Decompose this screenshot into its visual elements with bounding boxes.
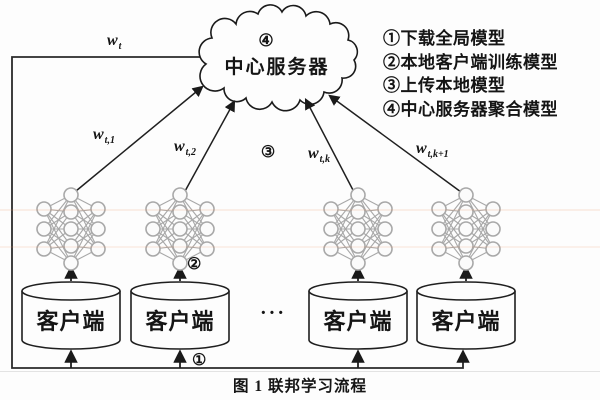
server-cloud-icon [198, 4, 359, 112]
weight-label-client1: wt,1 [93, 126, 115, 146]
neural-network-icon [145, 187, 215, 271]
weight-subscript: t,1 [104, 135, 115, 146]
figure-caption: 图 1 联邦学习流程 [232, 378, 367, 395]
legend-item-upload: ③上传本地模型 [383, 76, 506, 95]
weight-label-clientk1: wt,k+1 [416, 140, 449, 160]
neural-network-icon [431, 187, 501, 271]
download-global-model-path [11, 56, 470, 369]
client-label: 客户端 [323, 309, 393, 334]
cloud-step-marker: ④ [258, 31, 274, 50]
weight-label-client2: wt,2 [174, 138, 196, 158]
client-database-icon [308, 281, 408, 350]
neural-network-icon [36, 187, 106, 271]
clients-ellipsis: ··· [259, 302, 286, 324]
weight-subscript: t,k+1 [427, 149, 449, 160]
weight-base: w [308, 145, 319, 162]
upload-arrow [328, 94, 462, 193]
weight-subscript: t,k [319, 154, 330, 165]
client-label: 客户端 [36, 309, 106, 334]
weight-base: w [107, 32, 118, 49]
central-server-label: 中心服务器 [224, 57, 330, 78]
client-database-icon [130, 281, 230, 350]
client-cylinders [21, 281, 516, 350]
neural-network-icons [36, 187, 501, 271]
legend-item-train: ②本地客户端训练模型 [383, 52, 558, 72]
upload-arrow [304, 98, 355, 193]
weight-subscript: t,2 [185, 147, 196, 158]
upload-arrow [183, 100, 236, 194]
client-database-icon [416, 281, 516, 350]
weight-label-clientk: wt,k [308, 145, 330, 165]
client-database-icon [21, 281, 121, 350]
client-label: 客户端 [145, 309, 215, 334]
legend-item-aggregate: ④中心服务器聚合模型 [383, 99, 558, 119]
step-marker-train: ② [187, 256, 202, 273]
weight-base: w [416, 140, 427, 157]
step-marker-upload: ③ [260, 144, 276, 161]
step-marker-download: ① [192, 352, 207, 369]
client-label: 客户端 [431, 309, 501, 334]
legend-item-download: ①下载全局模型 [383, 29, 506, 48]
neural-network-icon [323, 187, 393, 271]
legend: ①下载全局模型 ②本地客户端训练模型 ③上传本地模型 ④中心服务器聚合模型 [383, 27, 558, 121]
weight-base: w [174, 138, 185, 155]
upload-arrow [75, 85, 204, 192]
weight-base: w [93, 126, 104, 143]
weight-label-global: wt [107, 32, 122, 52]
weight-subscript: t [118, 41, 122, 52]
